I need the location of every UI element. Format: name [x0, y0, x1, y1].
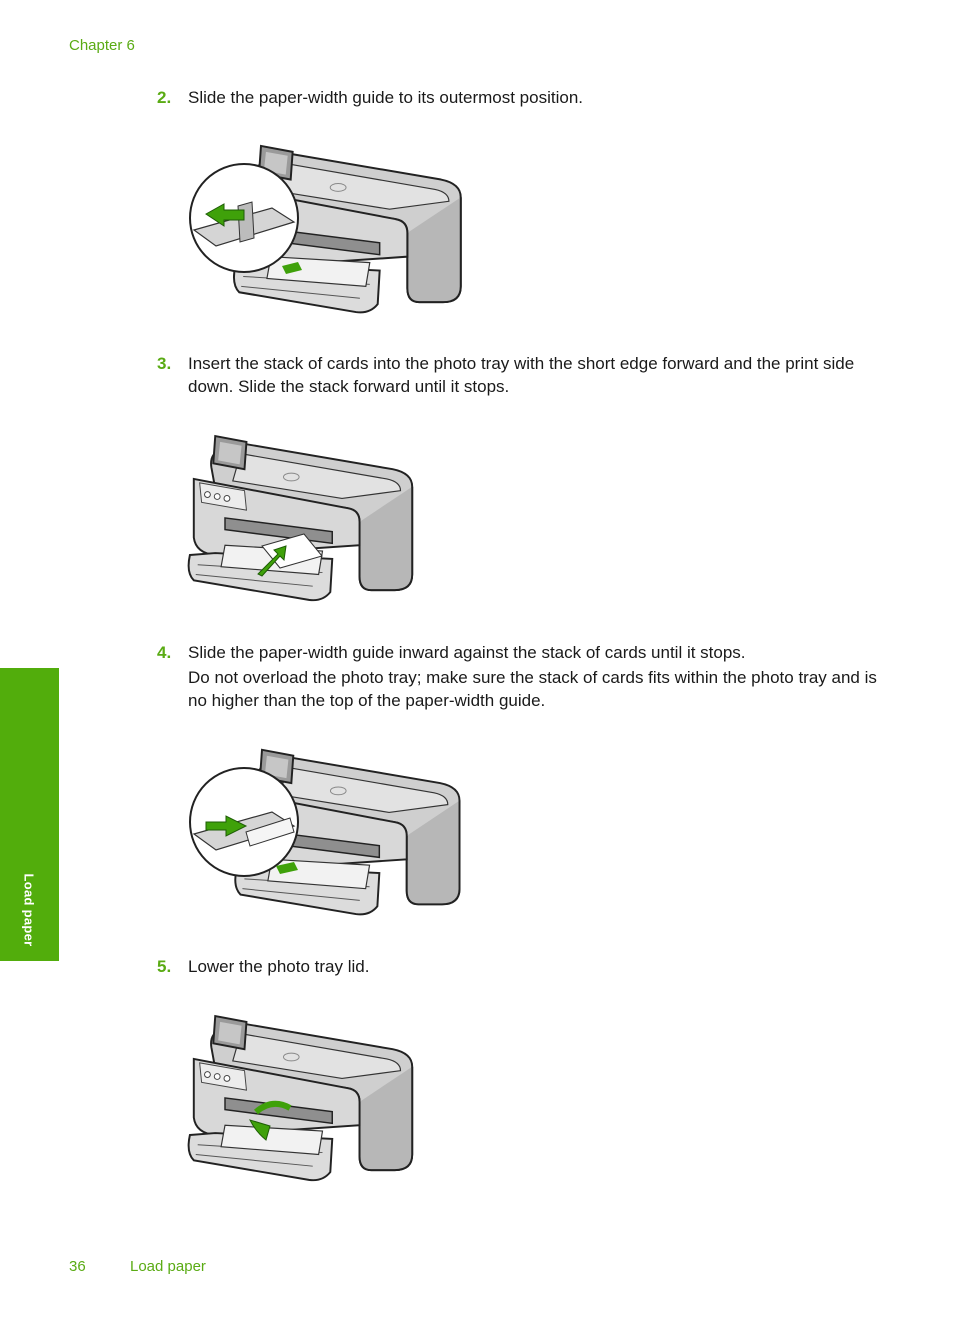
step-number: 4. [157, 643, 172, 662]
arrow-up-right-icon [257, 545, 287, 577]
side-tab [0, 668, 59, 961]
illustration-lower-tray-lid [187, 1015, 414, 1182]
step-number: 3. [157, 354, 172, 373]
step-4: 4. Slide the paper-width guide inward ag… [157, 641, 877, 712]
illustration-slide-guide-outward [189, 144, 462, 314]
arrow-small-icon [276, 862, 298, 874]
page-number: 36 [69, 1258, 86, 1275]
step-note: Do not overload the photo tray; make sur… [188, 668, 877, 710]
step-5: 5. Lower the photo tray lid. [157, 955, 877, 978]
arrow-curved-icon [254, 1100, 292, 1115]
step-3: 3. Insert the stack of cards into the ph… [157, 352, 877, 398]
illustration-slide-guide-inward [189, 748, 461, 916]
step-number: 5. [157, 957, 172, 976]
step-text: Insert the stack of cards into the photo… [188, 354, 855, 396]
arrow-small-icon [282, 262, 302, 274]
step-2: 2. Slide the paper-width guide to its ou… [157, 86, 877, 109]
step-text: Slide the paper-width guide inward again… [188, 643, 746, 662]
arrow-left-icon [205, 203, 245, 227]
illustration-insert-cards [187, 435, 414, 602]
arrow-right-icon [205, 815, 248, 837]
chapter-label: Chapter 6 [69, 37, 135, 54]
side-tab-label: Load paper [21, 873, 37, 947]
footer-section-title: Load paper [130, 1258, 206, 1275]
step-number: 2. [157, 88, 172, 107]
step-text: Lower the photo tray lid. [188, 957, 370, 976]
step-text: Slide the paper-width guide to its outer… [188, 88, 584, 107]
